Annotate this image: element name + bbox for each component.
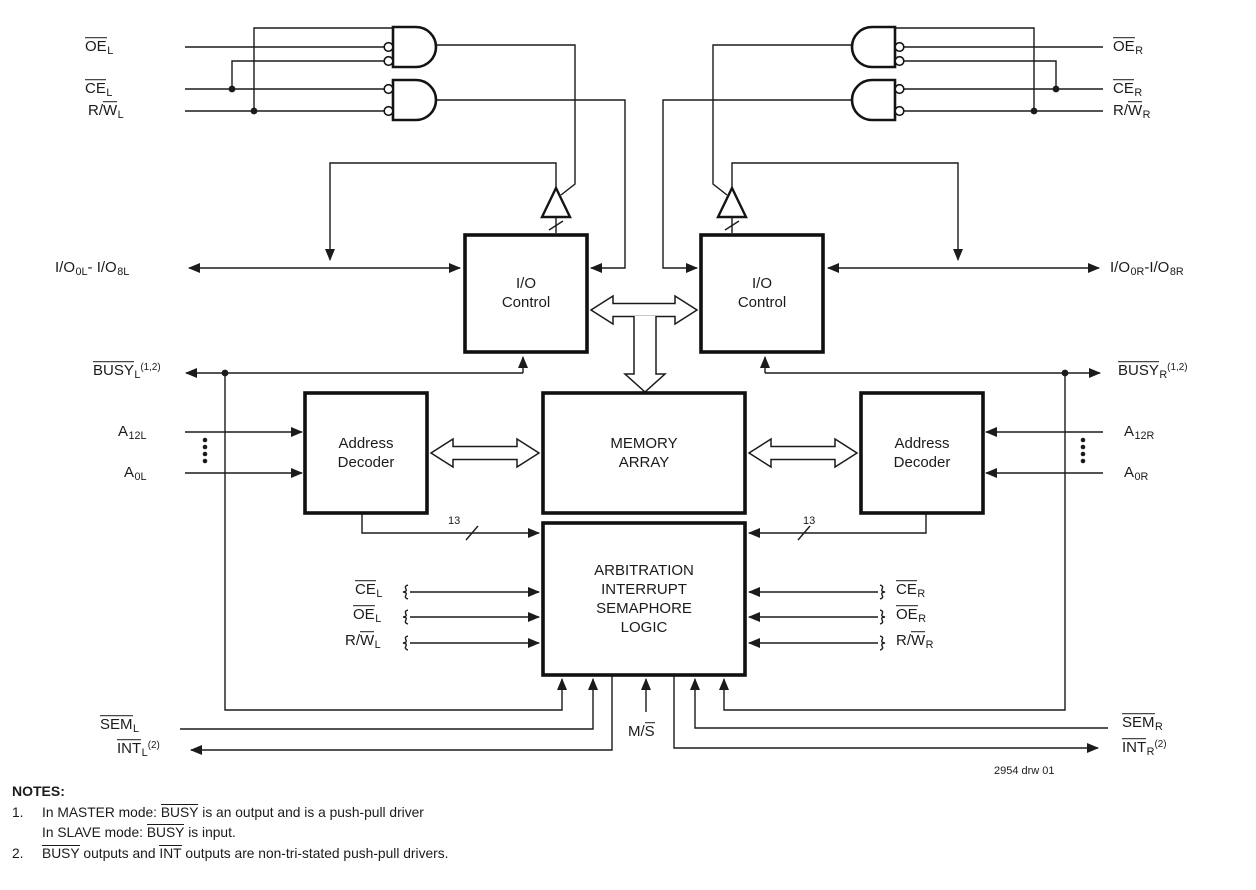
address-decoder-right-block	[859, 391, 985, 515]
and-gate-read-enable-left	[391, 25, 438, 69]
note-line: BUSY outputs and INT outputs are non-tri…	[42, 845, 449, 861]
note-item-2: 2. BUSY outputs and INT outputs are non-…	[12, 844, 672, 865]
logic-gates	[391, 25, 897, 122]
address-decoder-right-label: Address Decoder	[893, 435, 951, 471]
note-line: In SLAVE mode: BUSY is input.	[42, 825, 236, 840]
decoder-memory-arrow-left	[429, 437, 541, 469]
signal-label-busy-left: BUSYL(1,2)	[93, 362, 161, 381]
signal-label-busy-right: BUSYR(1,2)	[1118, 362, 1188, 381]
io-control-right-label: I/O Control	[737, 275, 787, 311]
signal-label-rw-right: R/WR	[1113, 102, 1151, 121]
wiring-right	[662, 27, 1108, 753]
signal-label-oe-right: OER	[1113, 38, 1143, 57]
arbitration-block	[541, 521, 747, 677]
bus-width-label-left: 13	[448, 515, 461, 527]
bus-width-label-right: 13	[803, 515, 816, 527]
io-exchange-arrow	[589, 294, 699, 326]
address-decoder-left-label: Address Decoder	[337, 435, 395, 471]
signal-label-a0-right: A0R	[1124, 464, 1149, 483]
notes-section: NOTES: 1. In MASTER mode: BUSY is an out…	[12, 781, 672, 864]
and-gate-read-enable-right	[850, 25, 897, 69]
memory-array-label: MEMORY ARRAY	[610, 435, 678, 471]
note-line: In MASTER mode: BUSY is an output and is…	[42, 804, 424, 820]
function-blocks	[303, 233, 985, 677]
signal-label-int-right: INTR(2)	[1122, 739, 1167, 758]
note-number: 1.	[12, 804, 24, 820]
and-gate-write-enable-left	[391, 78, 438, 122]
wiring-left	[180, 27, 626, 755]
signal-label-ce-left: CEL	[85, 80, 113, 99]
signal-label-a12-left: A12L	[118, 423, 147, 442]
junction-dots	[221, 85, 1069, 377]
signal-label-ce-right: CER	[1113, 80, 1143, 99]
note-item-1: 1. In MASTER mode: BUSY is an output and…	[12, 803, 672, 844]
signal-label-io-bus-left: I/O0L- I/O8L	[55, 259, 130, 278]
signal-label-rw-left: R/WL	[88, 102, 124, 121]
memory-array-block	[541, 391, 747, 515]
signal-label-sem-left: SEML	[100, 716, 140, 735]
signal-label-ce-left-arb: CEL	[355, 581, 383, 600]
signal-label-int-left: INTL(2)	[117, 740, 160, 759]
address-ellipsis	[202, 437, 1086, 464]
signal-label-a12-right: A12R	[1124, 423, 1155, 442]
tristate-buffer-left	[540, 185, 572, 219]
signal-label-oe-right-arb: OER	[896, 606, 926, 625]
io-control-left-label: I/O Control	[501, 275, 551, 311]
address-decoder-left-block	[303, 391, 429, 515]
tristate-buffers	[540, 185, 748, 219]
signal-label-a0-left: A0L	[124, 464, 147, 483]
inverter-bubbles	[383, 41, 905, 117]
signal-label-oe-left-arb: OEL	[353, 606, 382, 625]
signal-label-ce-right-arb: CER	[896, 581, 926, 600]
io-control-right-block	[699, 233, 825, 354]
tristate-buffer-right	[716, 185, 748, 219]
arbitration-label: ARBITRATION INTERRUPT SEMAPHORE LOGIC	[594, 562, 694, 636]
signal-label-sem-right: SEMR	[1122, 714, 1163, 733]
signal-label-io-bus-right: I/O0R-I/O8R	[1110, 259, 1184, 278]
signal-label-master-slave: M/S	[628, 723, 655, 741]
note-number: 2.	[12, 845, 24, 861]
bus-arrows	[429, 294, 859, 469]
decoder-memory-arrow-right	[747, 437, 859, 469]
and-gate-write-enable-right	[850, 78, 897, 122]
signal-label-rw-right-arb: R/WR	[896, 632, 934, 651]
memory-down-arrow	[623, 316, 667, 394]
notes-title: NOTES:	[12, 783, 65, 799]
drawing-reference: 2954 drw 01	[994, 765, 1055, 777]
signal-label-oe-left: OEL	[85, 38, 114, 57]
io-control-left-block	[463, 233, 589, 354]
signal-label-rw-left-arb: R/WL	[345, 632, 381, 651]
